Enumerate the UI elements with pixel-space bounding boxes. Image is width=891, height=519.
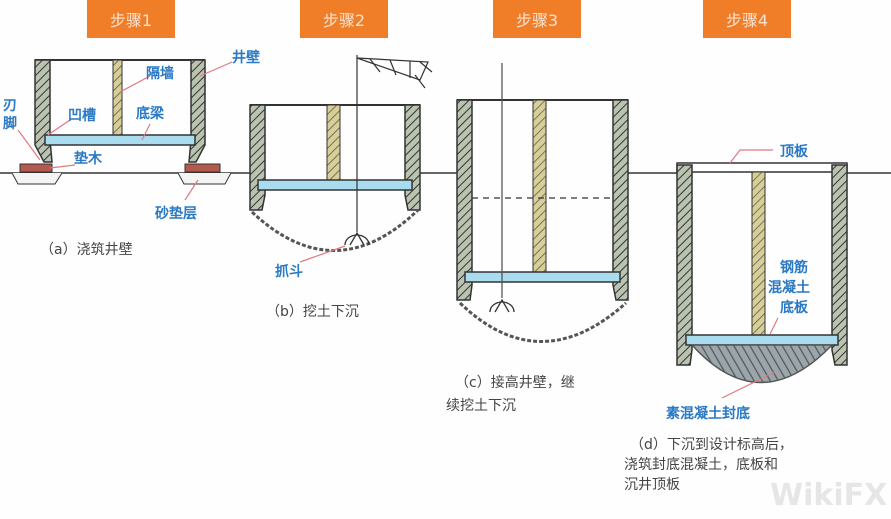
sleeper-left: [19, 163, 53, 173]
label-rc-1: 钢筋: [780, 259, 808, 276]
label-plain-seal: 素混凝土封底: [666, 405, 750, 422]
step-3-label: 步骤3: [493, 0, 581, 38]
step-2-label: 步骤2: [300, 0, 388, 38]
label-top-slab: 顶板: [780, 143, 809, 160]
caption-d-line3: 沉井顶板: [624, 477, 680, 493]
sand-cushion-right: [177, 172, 232, 185]
sleeper-right: [184, 163, 221, 173]
step-1-label: 步骤1: [87, 0, 175, 38]
watermark-logo: WikiFX: [770, 478, 887, 513]
label-cutting-edge-2: 脚: [3, 116, 17, 132]
panel-b-excavate-sink: 抓斗 （b）挖土下沉: [249, 55, 433, 320]
panel-d-seal-bottom: 顶板 钢筋 混凝土 底板 素混凝土封底 （d）下沉到设计标高后， 浇筑封底混凝土…: [624, 143, 848, 493]
caption-c-line2: 续挖土下沉: [446, 397, 516, 414]
plain-concrete-seal: [690, 344, 834, 384]
sand-cushion-left: [11, 172, 63, 185]
label-sleeper: 垫木: [74, 150, 103, 167]
partition-wall: [112, 59, 123, 136]
caption-c-line1: （c）接高井壁，继: [455, 374, 575, 391]
label-bottom-beam: 底梁: [136, 105, 165, 122]
rc-bottom-slab: [685, 334, 839, 346]
panel-a-cast-wall: 井壁 隔墙 刃 脚 凹槽 底梁 垫木 砂垫层 （a）浇筑井壁: [3, 49, 260, 258]
caption-d-line1: （d）下沉到设计标高后，: [630, 436, 793, 453]
crane-icon: [356, 55, 433, 232]
label-partition: 隔墙: [146, 65, 174, 82]
label-well-wall: 井壁: [232, 49, 260, 66]
label-grab: 抓斗: [275, 263, 303, 280]
label-sand-cushion: 砂垫层: [154, 205, 197, 222]
bottom-beam: [44, 134, 196, 146]
label-rc-2: 混凝土: [768, 279, 810, 296]
leader-lines: [17, 61, 233, 201]
caption-d-line2: 浇筑封底混凝土，底板和: [624, 457, 778, 473]
label-cutting-edge-1: 刃: [3, 98, 17, 114]
top-slab: [676, 162, 848, 173]
step-4-label: 步骤4: [703, 0, 791, 38]
label-groove: 凹槽: [68, 107, 96, 124]
grab-bucket-icon: [489, 298, 515, 313]
excavation-profile: [250, 208, 420, 252]
label-rc-3: 底板: [780, 299, 809, 316]
grab-bucket-icon: [344, 231, 370, 246]
caption-b: （b）挖土下沉: [266, 304, 359, 320]
caption-a: （a）浇筑井壁: [40, 242, 133, 258]
panel-c-extend-wall: （c）接高井壁，继 续挖土下沉: [446, 63, 629, 414]
well-wall-left: [34, 59, 53, 163]
